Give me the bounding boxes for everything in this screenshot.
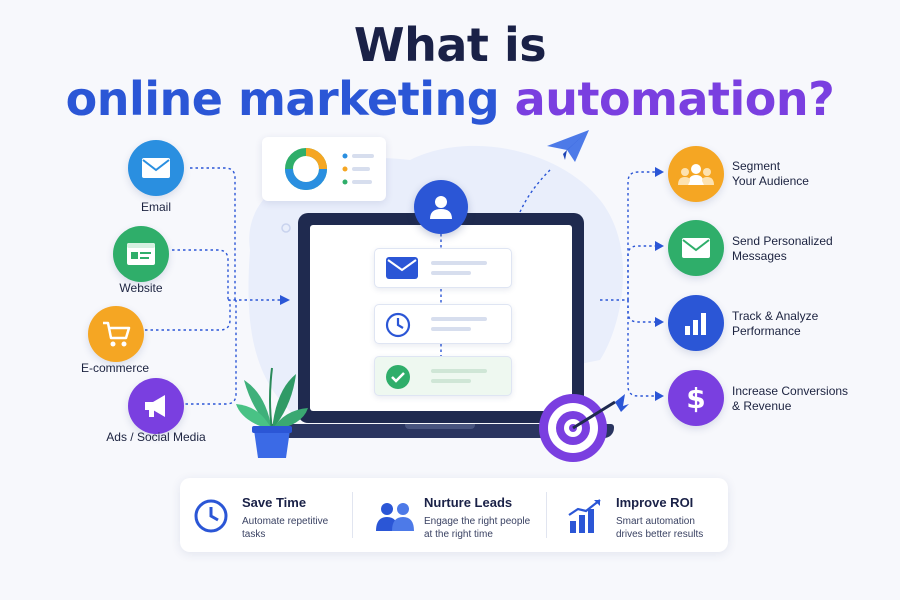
megaphone-icon	[145, 395, 165, 417]
benefit-description-line: Engage the right people	[424, 516, 531, 527]
outcome-label-segment: Segment Your Audience	[732, 159, 892, 189]
outcome-label-personalized: Send Personalized Messages	[732, 234, 892, 264]
envelope-icon	[142, 158, 170, 178]
people-icon	[376, 503, 414, 531]
growth-chart-icon	[568, 499, 601, 533]
outcome-segment-circle[interactable]	[668, 146, 724, 202]
paper-plane-icon	[547, 130, 589, 162]
benefit-description-line: Smart automation	[616, 516, 695, 527]
envelope-icon	[682, 238, 710, 258]
browser-window-icon	[127, 243, 155, 265]
donut-chart-icon	[285, 148, 374, 191]
benefit-nurture-leads: Nurture Leads Engage the right people at…	[362, 478, 542, 552]
benefit-description: Engage the right people at the right tim…	[424, 515, 544, 541]
outcome-conversions-circle[interactable]: $	[668, 370, 724, 426]
clock-icon	[385, 312, 411, 338]
outcome-track-circle[interactable]	[668, 295, 724, 351]
placeholder-line	[431, 317, 487, 321]
outcome-label-line: Track & Analyze	[732, 309, 819, 323]
outcome-label-line: Increase Conversions	[732, 384, 849, 398]
workflow-step-delay[interactable]	[374, 304, 512, 344]
svg-text:$: $	[686, 382, 705, 415]
outcome-label-line: Performance	[732, 324, 801, 338]
analytics-chart-card	[262, 137, 386, 201]
benefit-description: Automate repetitive tasks	[242, 515, 362, 541]
outcome-label-line: Segment	[732, 159, 781, 173]
benefit-description-line: at the right time	[424, 529, 493, 540]
outcome-personalized-circle[interactable]	[668, 220, 724, 276]
envelope-icon	[386, 257, 418, 279]
benefit-description-line: drives better results	[616, 529, 704, 540]
source-ads-circle[interactable]	[128, 378, 184, 434]
placeholder-line	[431, 261, 487, 265]
benefit-description-line: Automate repetitive	[242, 516, 329, 527]
benefit-improve-roi: Improve ROI Smart automation drives bett…	[554, 478, 728, 552]
divider	[546, 492, 547, 538]
people-group-icon	[678, 164, 714, 185]
placeholder-line	[431, 369, 487, 373]
dollar-icon: $	[686, 382, 705, 415]
user-icon	[430, 196, 452, 219]
potted-plant-icon	[236, 367, 308, 458]
outcome-label-conversions: Increase Conversions & Revenue	[732, 384, 892, 414]
user-avatar-badge	[414, 180, 468, 234]
source-ecommerce-circle[interactable]	[88, 306, 144, 362]
outcome-label-line: & Revenue	[732, 399, 792, 413]
bar-chart-icon	[685, 313, 706, 335]
benefit-save-time: Save Time Automate repetitive tasks	[180, 478, 352, 552]
placeholder-line	[431, 379, 471, 383]
title-highlight-blue: online marketing	[65, 72, 500, 126]
laptop-notch	[405, 424, 475, 429]
placeholder-line	[431, 327, 471, 331]
benefit-title: Improve ROI	[616, 495, 694, 510]
workflow-step-complete[interactable]	[374, 356, 512, 396]
clock-icon	[194, 499, 228, 533]
workflow-step-email[interactable]	[374, 248, 512, 288]
benefit-title: Nurture Leads	[424, 495, 513, 510]
title-highlight-purple: automation?	[514, 72, 835, 126]
source-label-ecommerce: E-commerce	[80, 361, 149, 375]
page-title-line-2: online marketing automation?	[0, 72, 900, 126]
placeholder-line	[431, 271, 471, 275]
benefit-title: Save Time	[242, 495, 307, 510]
source-email-circle[interactable]	[128, 140, 184, 196]
benefit-description: Smart automation drives better results	[616, 515, 736, 541]
outcome-label-line: Messages	[732, 249, 787, 263]
outcome-label-line: Your Audience	[732, 174, 809, 188]
target-icon	[539, 394, 629, 462]
source-label-email: Email	[140, 200, 171, 214]
divider	[352, 492, 353, 538]
shopping-cart-icon	[103, 321, 131, 347]
source-label-ads-social: Ads / Social Media	[106, 430, 206, 444]
benefits-panel: Save Time Automate repetitive tasks Nurt…	[180, 478, 728, 552]
outcome-label-line: Send Personalized	[732, 234, 833, 248]
page-title-line-1: What is	[353, 18, 547, 72]
benefit-description-line: tasks	[242, 529, 266, 540]
laptop-base	[270, 424, 614, 438]
checkmark-icon	[386, 365, 410, 389]
outcome-label-track: Track & Analyze Performance	[732, 309, 892, 339]
source-label-website: Website	[119, 281, 163, 295]
source-website-circle[interactable]	[113, 226, 169, 282]
